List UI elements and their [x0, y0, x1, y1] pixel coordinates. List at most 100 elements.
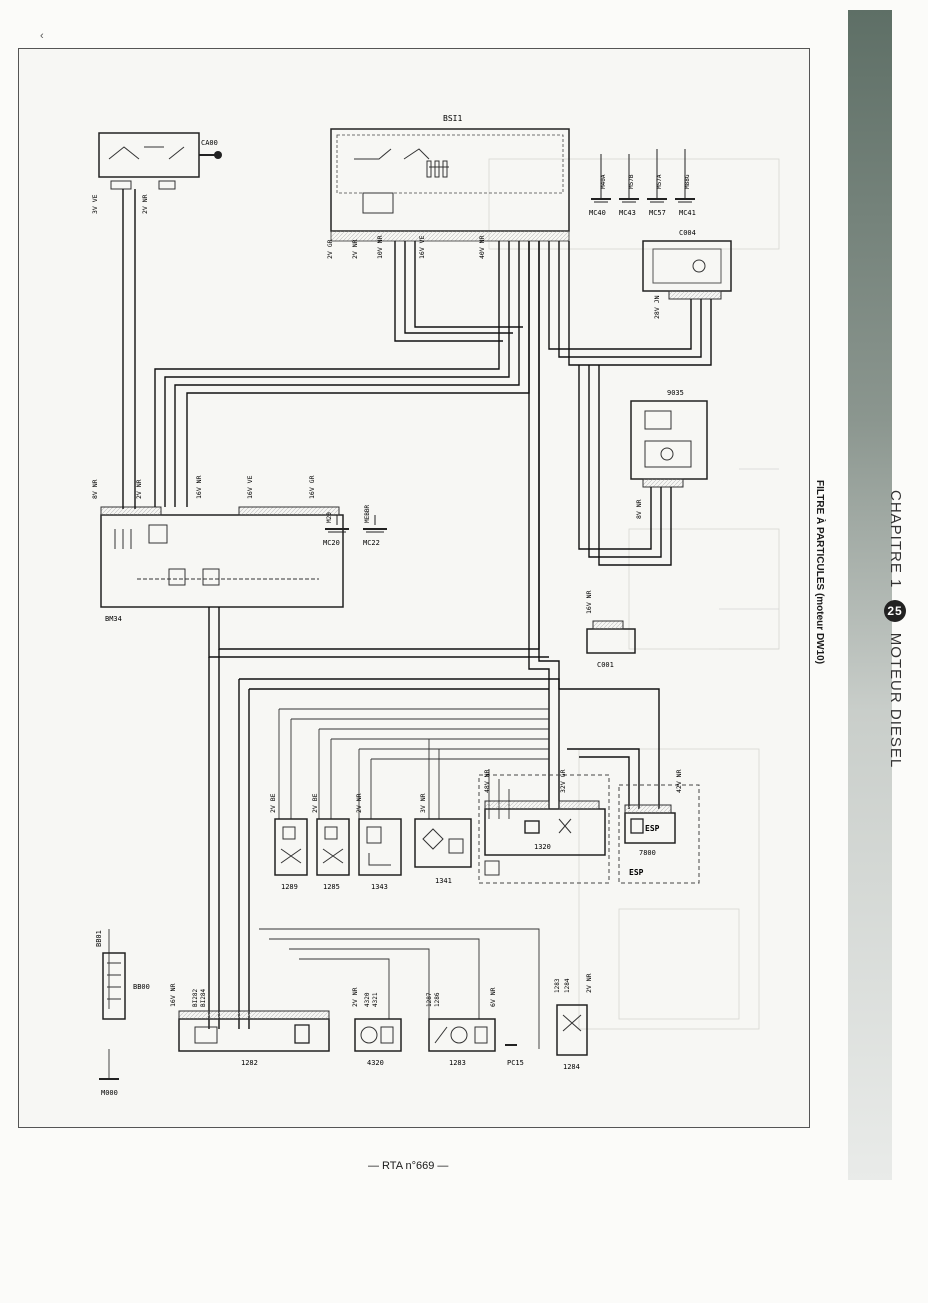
unit-4320-gauge: 4320 2V NR 4320 4321 — [351, 987, 402, 1067]
ground-mc20: MC20 — [323, 539, 340, 547]
bsi-connector-2: 2V NR — [351, 239, 359, 259]
unit-1289-valve: 1289 2V BE — [269, 793, 308, 891]
unit-1320-connector-2: 32V GR — [559, 769, 567, 793]
c004-label: C004 — [679, 229, 696, 237]
ground-wires-top: M40A M57B M57A M88G MC40 MC43 MC57 MC41 — [589, 174, 696, 217]
bm34-label: BM34 — [105, 615, 122, 623]
ground-wire-mc40: M40A — [600, 174, 607, 189]
unit-4320-label: 4320 — [367, 1059, 384, 1067]
ground-mc43: MC43 — [619, 209, 636, 217]
bsi-module: BSI1 2V GR 2V NR 10V NR 16V VE 40V NR — [326, 114, 570, 259]
unit-1283-wire-1: 1287 — [426, 992, 433, 1007]
wire-harness — [122, 189, 712, 1029]
unit-1284-injector: 1284 1283 1284 2V NR — [554, 973, 593, 1071]
ground-mc40: MC40 — [589, 209, 606, 217]
ca00-connector: 3V VE — [91, 194, 99, 214]
bm34-connector-5: 16V GR — [308, 475, 316, 499]
unit-bb00-battery: BB00 BB01 M000 — [95, 930, 150, 1097]
ca00-connector-2: 2V NR — [141, 194, 149, 214]
bm34-connector-1: 8V NR — [91, 479, 99, 499]
unit-1283-wire-2: 1286 — [434, 992, 441, 1007]
ground-mc22: MC22 — [363, 539, 380, 547]
unit-1283-connector: 6V NR — [489, 987, 497, 1007]
ground-mc57: MC57 — [649, 209, 666, 217]
c004-connector: 28V JN — [653, 295, 661, 319]
c001-label: C001 — [597, 661, 614, 669]
unit-1289-label: 1289 — [281, 883, 298, 891]
ca00-label: CA00 — [201, 139, 218, 147]
page-footer: — RTA n°669 — — [368, 1160, 449, 1172]
ground-m000: M000 — [101, 1089, 118, 1097]
ground-wire-mc20: M20 — [326, 512, 333, 523]
unit-1341-connector: 3V NR — [419, 793, 427, 813]
ground-wire-mc43: M57B — [628, 174, 635, 189]
bm34-engine-fuse-box: BM34 8V NR 2V NR 16V NR 16V VE 16V GR — [91, 475, 344, 623]
chapter-number-badge: 25 — [884, 599, 906, 622]
ground-group-mid — [325, 515, 387, 533]
unit-1341-sensor: 1341 3V NR — [414, 793, 472, 885]
unit-1282-connector: 16V NR — [169, 983, 177, 1007]
unit-9035-connector: 8V NR — [635, 499, 643, 519]
unit-1341-label: 1341 — [435, 877, 452, 885]
unit-1283-label: 1283 — [449, 1059, 466, 1067]
unit-1284-wire-2: 1284 — [564, 978, 571, 993]
unit-1343-label: 1343 — [371, 883, 388, 891]
unit-9035: 9035 8V NR — [630, 389, 708, 519]
chapter-label: CHAPITRE 1 — [887, 490, 904, 589]
unit-1343-sensor: 1343 2V NR — [355, 793, 402, 891]
ground-mc41: MC41 — [679, 209, 696, 217]
chapter-tab-band — [848, 10, 892, 1180]
bsi-connector-3: 10V NR — [376, 235, 384, 259]
chapter-topic: MOTEUR DIESEL — [887, 632, 904, 769]
bb00-label: BB00 — [133, 983, 150, 991]
ground-wire-mc57: M57A — [656, 174, 663, 189]
unit-9035-label: 9035 — [667, 389, 684, 397]
unit-1320-group: 1320 48V NR 32V GR — [478, 769, 610, 884]
bsi-label: BSI1 — [443, 114, 462, 123]
unit-1320-connector-1: 48V NR — [483, 769, 491, 793]
esp-badge-2: ESP — [629, 868, 644, 877]
unit-1285-connector: 2V BE — [311, 793, 319, 813]
unit-1285-label: 1285 — [323, 883, 340, 891]
chapter-heading: CHAPITRE 1 25 MOTEUR DIESEL — [846, 490, 906, 810]
corner-mark: ‹ — [40, 30, 44, 42]
background-ghost-lines — [488, 158, 780, 1030]
c001-connector-block: C001 16V NR — [585, 590, 636, 669]
unit-1320-label: 1320 — [534, 843, 551, 851]
bsi-connector-5: 40V NR — [478, 235, 486, 259]
ground-group-top — [591, 149, 695, 203]
unit-1284-connector: 2V NR — [585, 973, 593, 993]
wiring-diagram: BSI1 2V GR 2V NR 10V NR 16V VE 40V NR CA… — [91, 114, 780, 1097]
bm34-connector-4: 16V VE — [246, 475, 254, 499]
c004-diagnostic-connector: C004 28V JN — [642, 229, 732, 319]
unit-1282-wire-2: BI284 — [200, 989, 207, 1007]
c001-connector: 16V NR — [585, 590, 593, 614]
unit-1283-pump: 1283 1287 1286 6V NR PC15 — [426, 987, 524, 1067]
unit-7800-label: 7800 — [639, 849, 656, 857]
bsi-connector-1: 2V GR — [326, 239, 334, 259]
unit-1282-label: 1282 — [241, 1059, 258, 1067]
unit-7800-connector: 42V NR — [675, 769, 683, 793]
thin-wires — [108, 708, 549, 1079]
ca00-ignition-switch: CA00 3V VE 2V NR — [91, 132, 222, 214]
ground-wire-mc22: MEBBR — [364, 505, 371, 523]
unit-1285-valve: 1285 2V BE — [311, 793, 350, 891]
bm34-connector-2: 2V NR — [135, 479, 143, 499]
ground-pc15: PC15 — [507, 1059, 524, 1067]
unit-1289-connector: 2V BE — [269, 793, 277, 813]
esp-badge-1: ESP — [645, 824, 660, 833]
unit-1282-wire-1: BI282 — [192, 989, 199, 1007]
page-subtitle: FILTRE À PARTICULES (moteur DW10) — [814, 480, 825, 665]
bm34-connector-3: 16V NR — [195, 475, 203, 499]
unit-1343-connector: 2V NR — [355, 793, 363, 813]
wiring-diagram-frame: BSI1 2V GR 2V NR 10V NR 16V VE 40V NR CA… — [18, 48, 810, 1128]
unit-4320-wire-2: 4321 — [372, 992, 379, 1007]
unit-1282-ecu: 1282 16V NR BI282 BI284 — [169, 983, 330, 1067]
bsi-connector-4: 16V VE — [418, 235, 426, 259]
unit-7800-esp: ESP 7800 ESP 42V NR — [618, 769, 700, 884]
bb01-label: BB01 — [95, 930, 103, 947]
unit-4320-wire-1: 4320 — [364, 992, 371, 1007]
unit-1284-label: 1284 — [563, 1063, 580, 1071]
unit-4320-connector: 2V NR — [351, 987, 359, 1007]
unit-1284-wire-1: 1283 — [554, 978, 561, 993]
